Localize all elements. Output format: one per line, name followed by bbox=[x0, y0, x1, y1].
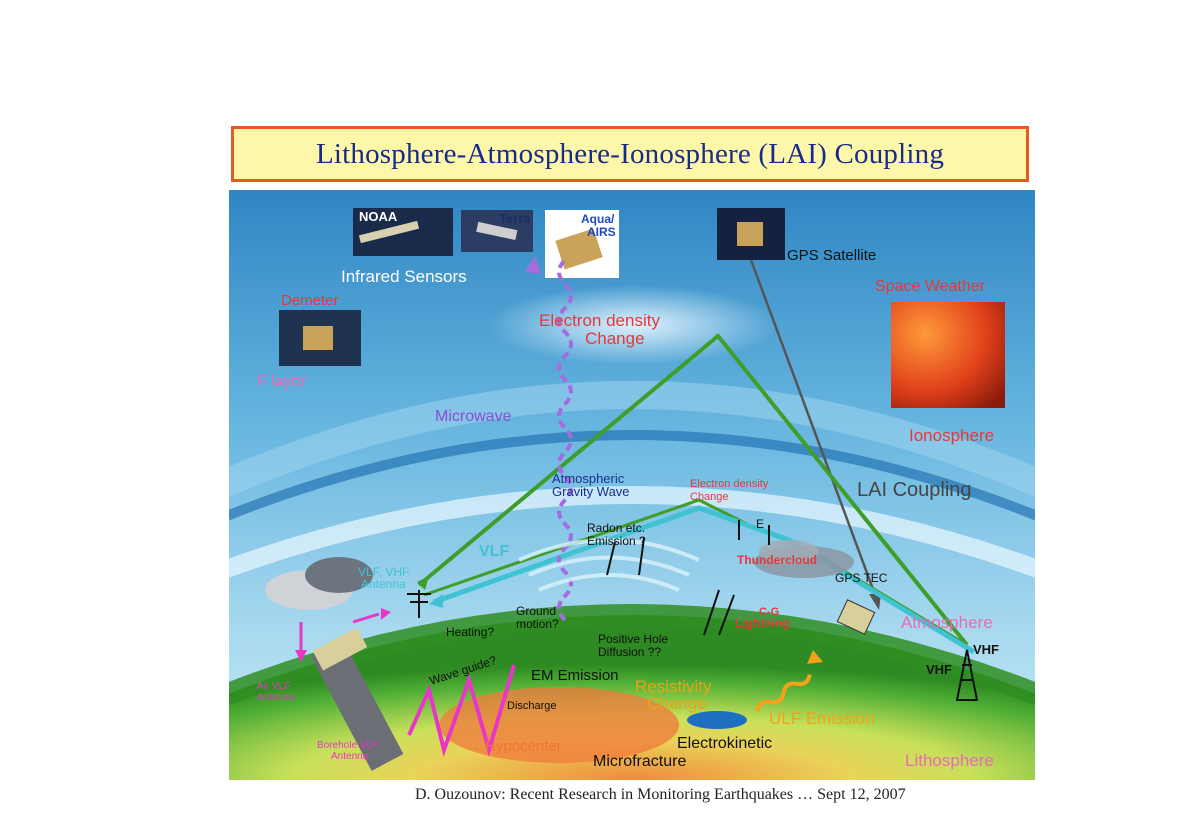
label-electron-density-1: Electron density bbox=[539, 311, 660, 330]
label-microwave: Microwave bbox=[435, 408, 512, 425]
label-ulf-emission: ULF Emission bbox=[769, 709, 875, 728]
label-vlf: VLF bbox=[479, 543, 509, 560]
magenta-arrow-1 bbox=[352, 612, 380, 624]
electrokinetic-blob bbox=[687, 711, 747, 729]
label-gps-satellite: GPS Satellite bbox=[787, 247, 876, 264]
label-cg-1: C-G bbox=[759, 606, 779, 618]
label-cg-2: Lightning bbox=[735, 616, 790, 630]
gps-arrowhead bbox=[869, 594, 881, 610]
label-air-vlf-2: Antenna bbox=[257, 692, 295, 703]
gps-signal-line bbox=[749, 259, 879, 601]
label-borehole-2: Antenna bbox=[331, 751, 369, 762]
green-arrowhead bbox=[417, 576, 429, 590]
label-radon-2: Emission ? bbox=[587, 534, 646, 548]
label-atm-gravity-2: Gravity Wave bbox=[552, 484, 630, 499]
label-e-field: E bbox=[756, 517, 764, 531]
ionosphere-boundary bbox=[229, 430, 1035, 521]
microwave-arrowhead bbox=[525, 256, 541, 274]
ulf-arrowhead bbox=[807, 650, 823, 664]
upward-arrows bbox=[606, 520, 770, 636]
lai-diagram: NOAA Terra Aqua/ AIRS Infrared Sensors G… bbox=[229, 190, 1035, 780]
gravity-wave-ripple-1 bbox=[518, 538, 700, 562]
label-vhf-left: VHF bbox=[926, 662, 952, 677]
label-lithosphere: Lithosphere bbox=[905, 751, 994, 770]
label-ground-motion-1: Ground bbox=[516, 604, 556, 618]
lai-diagram-svg: NOAA Terra Aqua/ AIRS Infrared Sensors G… bbox=[229, 190, 1035, 780]
hypocenter-zone bbox=[439, 687, 679, 763]
label-terra: Terra bbox=[499, 211, 531, 226]
vlf-vhf-antenna-icon bbox=[407, 590, 431, 618]
label-ionosphere: Ionosphere bbox=[909, 426, 994, 445]
label-f-layer: F layer bbox=[257, 373, 307, 390]
microwave-wave bbox=[557, 258, 573, 622]
label-positive-hole-2: Diffusion ?? bbox=[598, 645, 661, 659]
label-demeter: Demeter bbox=[281, 292, 339, 309]
label-noaa: NOAA bbox=[359, 209, 398, 224]
space-weather-sun-image bbox=[891, 302, 1005, 408]
terra-satellite-body bbox=[476, 221, 518, 241]
title-box: Lithosphere-Atmosphere-Ionosphere (LAI) … bbox=[231, 126, 1029, 182]
gravity-wave-ripple-3 bbox=[538, 573, 680, 592]
label-vlf-vhf-antenna-1: VLF, VHF bbox=[358, 565, 409, 579]
label-air-vlf-1: Air VLF bbox=[257, 681, 290, 692]
label-aqua-1: Aqua/ bbox=[581, 212, 615, 226]
aqua-satellite-body bbox=[555, 228, 603, 270]
demeter-satellite-body bbox=[303, 326, 333, 350]
label-edc-small-2: Change bbox=[690, 491, 729, 503]
label-aqua-2: AIRS bbox=[587, 225, 616, 239]
vhf-tower-icon bbox=[955, 649, 979, 701]
label-borehole-1: Borehole VLF bbox=[317, 740, 378, 751]
noaa-satellite-body bbox=[358, 220, 420, 244]
label-lai-coupling: LAI Coupling bbox=[857, 479, 972, 501]
cyan-vlf-path bbox=[433, 505, 976, 655]
borehole-antenna-icon bbox=[310, 627, 404, 771]
label-atm-gravity-1: Atmospheric bbox=[552, 471, 625, 486]
label-thundercloud: Thundercloud bbox=[737, 553, 817, 567]
label-discharge: Discharge bbox=[507, 700, 557, 712]
label-resistivity-2: Change bbox=[647, 694, 707, 713]
label-vlf-vhf-antenna-2: Antenna bbox=[361, 577, 406, 591]
thundercloud-top bbox=[759, 540, 819, 564]
label-gps-tec: GPS TEC bbox=[835, 571, 888, 585]
cyan-arrowhead bbox=[429, 594, 443, 608]
label-hypocenter: Hypocenter bbox=[485, 738, 562, 755]
label-infrared-sensors: Infrared Sensors bbox=[341, 267, 467, 286]
citation-caption: D. Ouzounov: Recent Research in Monitori… bbox=[415, 786, 906, 803]
label-radon-1: Radon etc. bbox=[587, 521, 645, 535]
page-title: Lithosphere-Atmosphere-Ionosphere (LAI) … bbox=[315, 137, 945, 170]
label-edc-small-1: Electron density bbox=[690, 478, 769, 490]
ionosphere-band bbox=[229, 381, 1035, 498]
label-microfracture: Microfracture bbox=[593, 753, 686, 770]
atmosphere-haze bbox=[229, 486, 1035, 578]
label-em-emission: EM Emission bbox=[531, 667, 619, 684]
gps-tec-receiver-icon bbox=[836, 599, 876, 635]
label-atmosphere: Atmosphere bbox=[901, 613, 993, 632]
label-space-weather: Space Weather bbox=[875, 278, 986, 295]
label-ground-motion-2: motion? bbox=[516, 617, 559, 631]
magenta-arrowhead-2 bbox=[295, 650, 307, 662]
storm-cloud-dark bbox=[305, 557, 373, 593]
label-resistivity-1: Resistivity bbox=[635, 677, 712, 696]
wave-guide-zigzag bbox=[407, 664, 516, 758]
magenta-arrowhead-1 bbox=[381, 608, 391, 620]
label-electrokinetic: Electrokinetic bbox=[677, 735, 772, 752]
label-vhf-right: VHF bbox=[973, 642, 999, 657]
label-electron-density-2: Change bbox=[585, 329, 645, 348]
gravity-wave-ripple-2 bbox=[528, 555, 690, 577]
gps-satellite-body bbox=[737, 222, 763, 246]
label-positive-hole-1: Positive Hole bbox=[598, 632, 668, 646]
label-heating: Heating? bbox=[446, 625, 494, 639]
ulf-wave bbox=[755, 674, 812, 712]
green-ionosphere-path bbox=[417, 333, 969, 647]
